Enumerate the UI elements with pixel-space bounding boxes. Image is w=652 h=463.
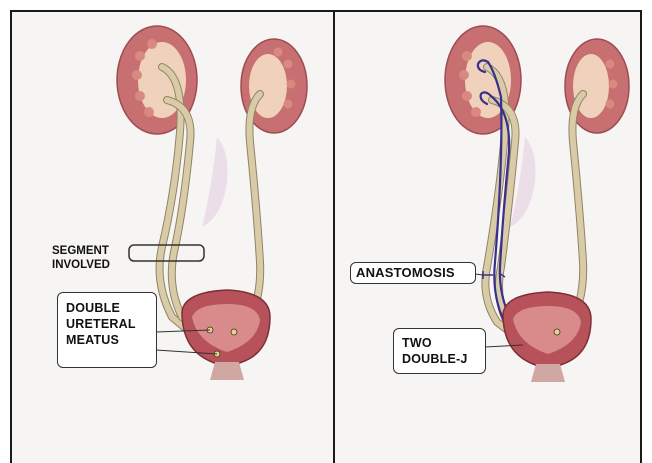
bladder (503, 292, 591, 382)
ureteral-orifice (554, 329, 560, 335)
label-anastomosis: ANASTOMOSIS (350, 262, 476, 284)
bladder (182, 290, 270, 380)
left-panel: SEGMENT INVOLVED DOUBLE URETERAL MEATUS (10, 10, 335, 463)
vessel-shadow (202, 137, 228, 227)
segment-indicator-box (129, 245, 204, 261)
label-two-double-j: TWO DOUBLE-J (393, 328, 486, 374)
label-segment-involved: SEGMENT INVOLVED (52, 244, 110, 272)
right-panel: ANASTOMOSIS TWO DOUBLE-J (333, 10, 642, 463)
right-anatomy-illustration (335, 12, 642, 463)
label-double-ureteral-meatus: DOUBLE URETERAL MEATUS (57, 292, 157, 368)
ureteral-orifice (231, 329, 237, 335)
leader-line (475, 274, 483, 275)
left-anatomy-illustration (12, 12, 335, 463)
